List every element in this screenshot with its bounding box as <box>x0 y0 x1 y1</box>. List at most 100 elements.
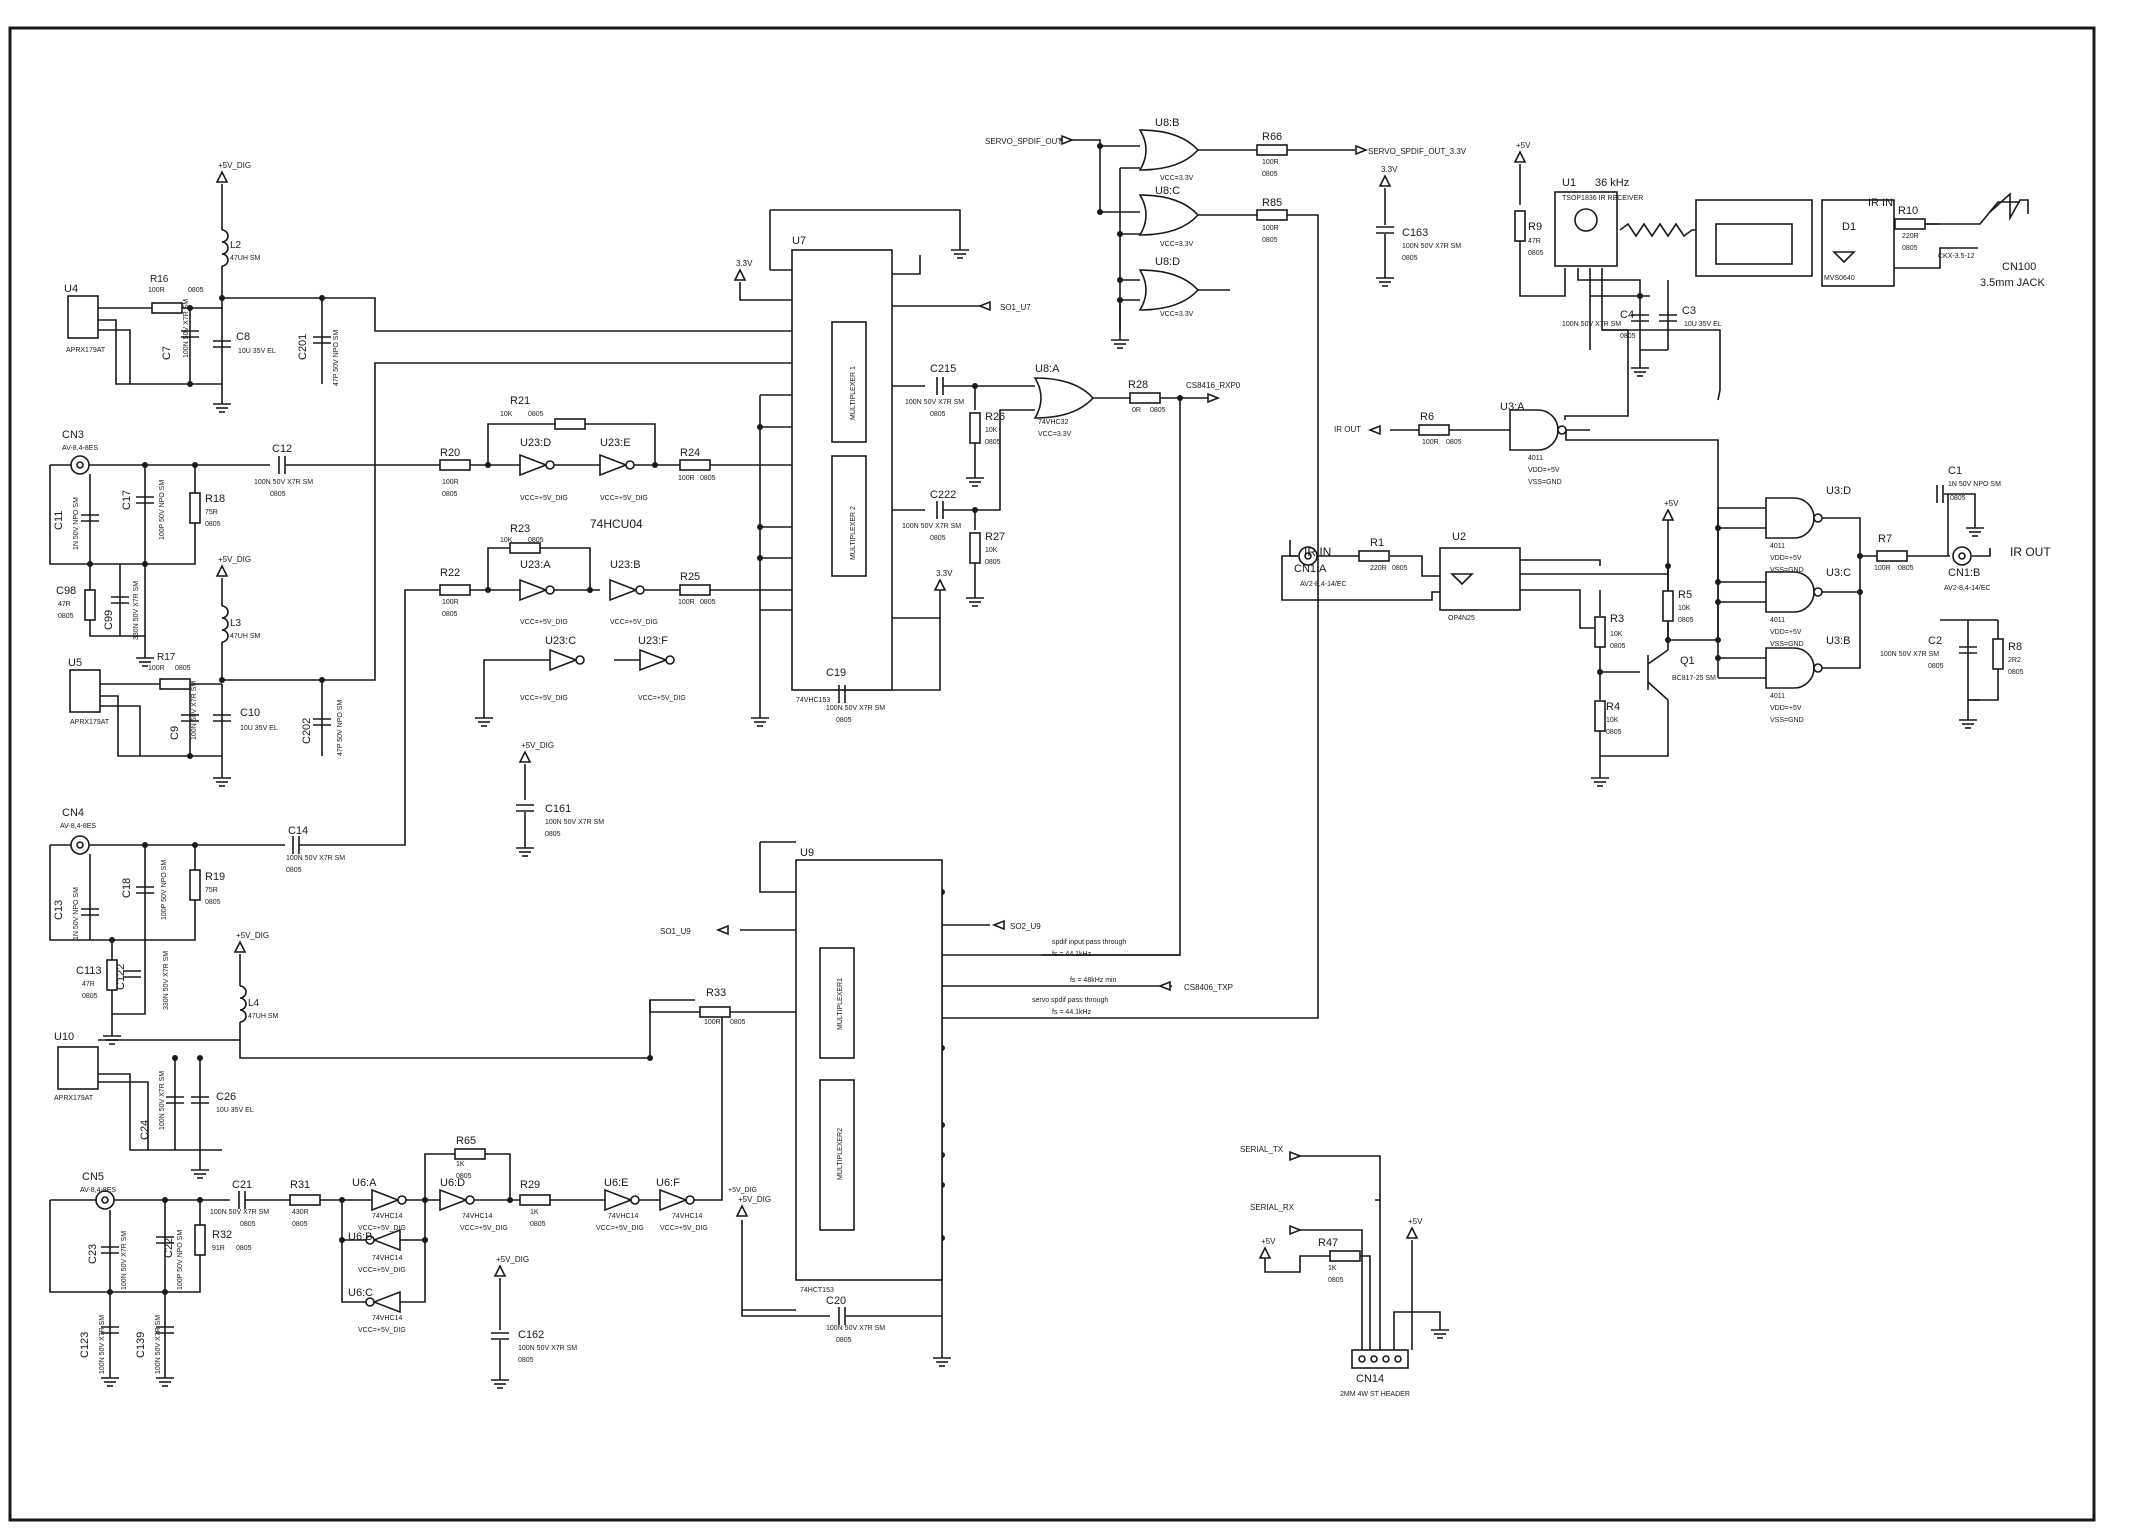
capacitor <box>156 1236 174 1244</box>
junction-dot <box>1097 143 1103 149</box>
resistor <box>1418 424 1450 436</box>
part-value: 0805 <box>836 717 852 724</box>
ir-link-zigzag <box>1619 222 1708 238</box>
part-value: 10U 35V EL <box>216 1107 254 1114</box>
wire <box>1264 1255 1330 1273</box>
part-value: 0805 <box>456 1173 472 1180</box>
part-value: 100R <box>1262 225 1279 232</box>
or-gate-u8a <box>1033 377 1095 419</box>
mux-u9-section-2 <box>819 1079 855 1231</box>
part-value: 47UH SM <box>230 255 261 262</box>
net-label: IR IN <box>1868 197 1893 209</box>
junction-dot <box>142 842 148 848</box>
nand-body <box>1509 409 1559 451</box>
part-value: 10K <box>500 537 513 544</box>
part-value: OP4N25 <box>1448 615 1475 622</box>
nand-bubble <box>1813 513 1823 523</box>
part-value: APRX179AT <box>66 347 106 354</box>
ref-label: C123 <box>79 1332 91 1358</box>
wire <box>770 209 961 242</box>
part-value: 100N 50V X7R SM <box>518 1345 577 1352</box>
wire <box>1599 647 1640 673</box>
part-value: VDD=+5V <box>1770 555 1802 562</box>
components <box>57 129 2029 1389</box>
part-value: 220R <box>1902 233 1919 240</box>
part-value: 220R <box>1370 565 1387 572</box>
rca-jack-cn1a <box>1298 546 1318 566</box>
wire <box>1390 555 1440 577</box>
part-value: VCC=+5V_DIG <box>358 1267 406 1274</box>
part-value: 10K <box>985 547 998 554</box>
part-value: 0805 <box>528 411 544 418</box>
part-value: 1K <box>1328 1265 1337 1272</box>
note-label: fs = 48kHz min <box>1070 977 1117 984</box>
inverter-bubble <box>625 460 635 470</box>
note-label: spdif input pass through <box>1052 939 1126 946</box>
resistor <box>679 459 711 471</box>
power-arrow <box>518 750 532 763</box>
wire <box>483 659 550 700</box>
capacitor <box>313 336 331 344</box>
part-value: 74VHC14 <box>672 1213 702 1220</box>
ref-label: R5 <box>1678 589 1692 601</box>
junction-dot <box>109 937 115 943</box>
ref-label: U8:B <box>1155 117 1179 129</box>
part-value: VCC=3.3V <box>1160 241 1194 248</box>
resistor <box>969 412 981 444</box>
wire <box>1520 559 1601 566</box>
part-value: 1K <box>456 1161 465 1168</box>
coil <box>221 229 229 267</box>
part-value: VCC=+5V_DIG <box>358 1327 406 1334</box>
wire <box>111 940 146 1015</box>
junction-dot <box>197 1197 203 1203</box>
part-value: AV2-8,4-14/EC <box>1944 585 1991 592</box>
note-label: fs = 44.1kHz <box>1052 1009 1092 1016</box>
ref-label: U23:A <box>520 559 551 571</box>
header-pin <box>1358 1355 1366 1363</box>
part-value: 100R <box>442 479 459 486</box>
wire <box>98 1073 222 1151</box>
regulator-u5 <box>69 669 101 713</box>
ref-label: U5 <box>68 657 82 669</box>
part-value: VDD=+5V <box>1770 629 1802 636</box>
part-value: 100N 50V X7R SM <box>1402 243 1461 250</box>
capacitor <box>213 340 231 348</box>
ref-label: U6:B <box>348 1231 372 1243</box>
resistor <box>106 959 118 991</box>
part-value: VSS=GND <box>1528 479 1562 486</box>
ref-label: R10 <box>1898 205 1918 217</box>
ref-label: C122 <box>115 964 127 990</box>
ref-label: C202 <box>301 718 313 744</box>
part-value: 74VHC153 <box>796 697 830 704</box>
net-label: SERIAL_RX <box>1250 1203 1295 1212</box>
part-value: 47UH SM <box>248 1013 279 1020</box>
net-label: IR IN <box>1304 545 1331 559</box>
inverter-u23d <box>519 453 555 477</box>
net-label: SO2_U9 <box>1010 922 1041 931</box>
coil <box>221 605 229 643</box>
resistor <box>84 589 96 621</box>
part-value: 4011 <box>1770 693 1785 700</box>
or-body <box>1138 194 1200 236</box>
capacitor <box>1631 314 1649 322</box>
buffer-triangle <box>519 578 549 602</box>
part-value: 0805 <box>1950 495 1966 502</box>
part-value: 2R2 <box>2008 657 2021 664</box>
ref-label: U7 <box>792 235 806 247</box>
part-value: VCC=3.3V <box>1160 311 1194 318</box>
inductor <box>221 605 229 643</box>
transistor-q1 <box>1647 649 1669 701</box>
opto-led <box>1450 573 1474 586</box>
buffer-triangle <box>599 453 629 477</box>
ground-symbol <box>1966 520 1984 537</box>
ref-label: L2 <box>230 240 242 251</box>
net-label: IR OUT <box>1334 425 1361 434</box>
part-value: BC817-25 SM <box>1672 675 1716 682</box>
wire <box>98 1022 241 1041</box>
net-label: SERVO_SPDIF_OUT <box>985 137 1062 146</box>
ref-label: U23:D <box>520 437 551 449</box>
ref-label: C4 <box>1620 309 1634 321</box>
ref-label: C9 <box>169 726 181 740</box>
ref-label: C162 <box>518 1329 544 1341</box>
inverter-u23b <box>609 578 645 602</box>
